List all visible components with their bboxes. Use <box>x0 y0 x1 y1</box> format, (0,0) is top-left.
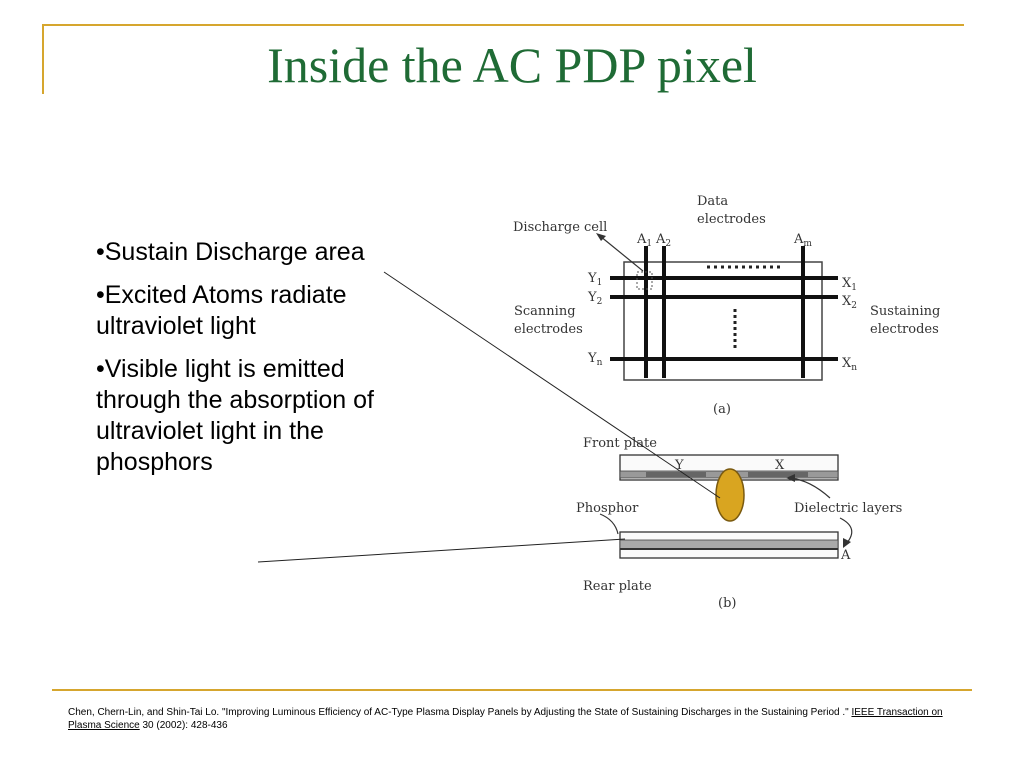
phosphor-layer <box>619 539 839 550</box>
bullet-list: •Sustain Discharge area •Excited Atoms r… <box>96 237 426 490</box>
left-rule <box>42 24 44 94</box>
y-electrode-bar <box>646 472 706 477</box>
sustain-discharge-ellipse <box>715 468 745 522</box>
citation: Chen, Chern-Lin, and Shin-Tai Lo. "Impro… <box>68 706 948 732</box>
am-label: Am <box>793 232 812 249</box>
dielectric-arrowhead-upper <box>786 474 795 482</box>
a-electrode-label: A <box>840 548 851 563</box>
citation-journal-link[interactable]: IEEE Transaction on Plasma Science <box>68 707 943 731</box>
rear-plate-label: Rear plate <box>583 579 652 594</box>
citation-text: Chen, Chern-Lin, and Shin-Tai Lo. "Impro… <box>68 707 849 718</box>
x-electrode-label: X <box>775 458 785 473</box>
yn-label: Yn <box>587 351 603 368</box>
pointer-line-discharge <box>383 271 721 499</box>
y2-label: Y2 <box>587 290 602 307</box>
citation-details: 30 (2002): 428-436 <box>142 720 228 731</box>
top-rule <box>42 24 964 26</box>
discharge-cell-arrowhead <box>596 233 606 241</box>
xn-label: Xn <box>842 356 857 373</box>
dielectric-arrow-upper <box>789 477 831 499</box>
bullet-excited-atoms: •Excited Atoms radiate ultraviolet light <box>96 281 347 340</box>
x-electrode-bar <box>748 472 808 477</box>
slide-title: Inside the AC PDP pixel <box>267 37 757 93</box>
data-electrodes-label-1: Data <box>697 194 728 209</box>
dielectric-layers-label: Dielectric layers <box>794 501 902 516</box>
discharge-cell-arrow <box>599 235 644 272</box>
footer-rule <box>52 689 972 691</box>
phosphor-arrow <box>599 513 619 535</box>
pointer-line-phosphor <box>257 538 626 563</box>
bullet-sustain-discharge: •Sustain Discharge area <box>96 238 365 266</box>
y-electrode-label: Y <box>674 458 684 473</box>
a2-label: A2 <box>655 232 671 249</box>
discharge-cell-label: Discharge cell <box>513 220 607 235</box>
phosphor-label: Phosphor <box>576 501 639 516</box>
sustaining-electrodes-label-1: Sustaining <box>870 304 940 319</box>
x1-label: X1 <box>842 276 857 293</box>
bullet-visible-light: •Visible light is emitted through the ab… <box>96 355 374 476</box>
front-plate-label: Front plate <box>583 436 657 451</box>
x2-label: X2 <box>842 294 857 311</box>
dielectric-arrowhead-lower <box>843 538 851 548</box>
data-electrodes-label-2: electrodes <box>697 212 766 227</box>
caption-b: (b) <box>718 596 736 611</box>
y1-label: Y1 <box>587 271 602 288</box>
panel-outline <box>623 261 823 381</box>
sustaining-electrodes-label-2: electrodes <box>870 322 939 337</box>
scanning-electrodes-label-2: electrodes <box>514 322 583 337</box>
caption-a: (a) <box>713 402 731 417</box>
scanning-electrodes-label-1: Scanning <box>514 304 576 319</box>
a1-label: A1 <box>636 232 652 249</box>
